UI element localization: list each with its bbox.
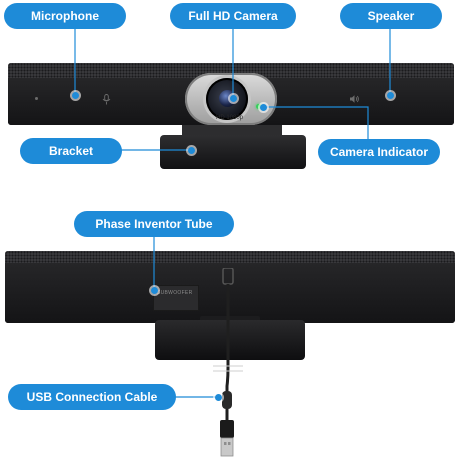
top-grille (5, 251, 455, 263)
bracket-label: Bracket (20, 138, 122, 164)
resolution-badge: HD 1080p (216, 115, 244, 121)
subwoofer-text: SUBWOOFER (157, 290, 193, 296)
phase-inventor-tube-label: Phase Inventor Tube (74, 211, 234, 237)
bracket-dot (188, 147, 195, 154)
camera-indicator-dot (260, 104, 267, 111)
subwoofer-port-label: SUBWOOFER (153, 285, 199, 311)
camera-lens (219, 90, 236, 107)
speaker-grille (8, 63, 454, 78)
speaker-icon (350, 95, 359, 103)
full-hd-camera-label: Full HD Camera (170, 3, 296, 29)
bracket-mount (160, 135, 306, 169)
microphone-dot (72, 92, 79, 99)
usb-cable-dot (215, 394, 222, 401)
microphone-icon (102, 94, 111, 105)
back-clip (155, 320, 305, 360)
webcam-back-panel (5, 263, 455, 323)
phase-tube-dot (151, 287, 158, 294)
camera-dot (230, 95, 237, 102)
usb-connection-cable-label: USB Connection Cable (8, 384, 176, 410)
camera-indicator-label: Camera Indicator (318, 139, 440, 165)
webcam-bar-back (5, 251, 455, 323)
microphone-label: Microphone (4, 3, 126, 29)
microphone-hole (35, 97, 38, 100)
bracket-hinge (182, 125, 282, 137)
usb-cable (213, 268, 243, 457)
speaker-label: Speaker (340, 3, 442, 29)
speaker-dot (387, 92, 394, 99)
camera-indicator-led (256, 104, 261, 109)
